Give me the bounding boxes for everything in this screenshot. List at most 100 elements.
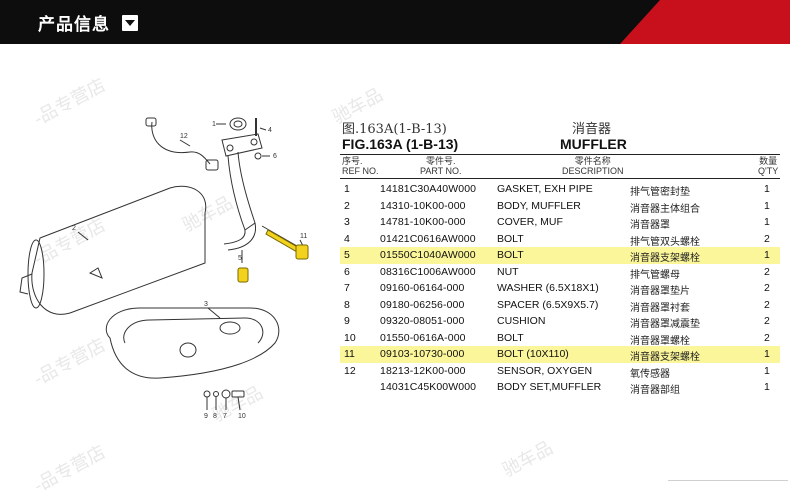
bracket-bolt-highlight [237,267,249,283]
part-number-cell: 01550C1040AW000 [380,249,476,261]
quantity-cell: 1 [764,381,770,393]
description-cn-cell: 排气管螺母 [630,269,680,281]
description-cell: BODY SET,MUFFLER [497,381,602,393]
parts-table: 图.163A(1-B-13) 消音器 FIG.163A (1-B-13) MUF… [340,118,780,396]
divider [668,480,788,481]
part-number-cell: 08316C1006AW000 [380,265,476,278]
description-cell: CUSHION [497,315,546,327]
ref-cell: 3 [344,216,350,228]
callout-3: 3 [204,301,208,308]
description-cell: COVER, MUF [497,216,563,228]
callout-9: 9 [204,413,208,420]
ref-cell: 11 [344,348,355,360]
table-row: 12 18213-12K00-000 SENSOR, OXYGEN 氧传感器 1 [340,363,780,380]
description-cn-cell: 消音器罩螺栓 [630,335,690,347]
description-cn-cell: 排气管双头螺栓 [630,236,700,248]
header-part: 零件号.PART NO. [420,156,462,176]
description-cell: BOLT [497,249,524,261]
description-cn-cell: 排气管密封垫 [630,187,690,198]
part-number-cell: 14310-10K00-000 [380,199,466,212]
watermark: 驰车品 [498,437,557,482]
part-number-cell: 09320-08051-000 [380,315,465,327]
quantity-cell: 1 [764,249,770,261]
callout-11: 11 [300,233,307,240]
description-cn-cell: 消音器部组 [630,385,680,396]
part-number-cell: 18213-12K00-000 [380,364,466,377]
callout-1: 1 [212,121,216,128]
description-cell: BOLT [497,331,524,344]
figure-number-en: FIG.163A (1-B-13) [342,136,459,152]
figure-number-cn: 图.163A(1-B-13) [342,122,447,137]
table-row: 14031C45K00W000 BODY SET,MUFFLER 消音器部组 1 [340,379,780,396]
ref-cell: 2 [344,199,350,212]
description-cn-cell: 消音器支架螺栓 [630,352,700,363]
description-cell: BOLT [497,232,524,245]
table-row: 3 14781-10K00-000 COVER, MUF 消音器罩 1 [340,214,780,231]
assembly-name-cn: 消音器 [572,122,612,137]
divider [340,178,780,179]
part-number-cell: 09180-06256-000 [380,298,465,311]
callout-7: 7 [223,413,227,420]
quantity-cell: 1 [764,199,770,212]
description-cell: BOLT (10X110) [497,348,569,360]
part-number-cell: 14031C45K00W000 [380,381,477,393]
description-cn-cell: 消音器主体组合 [630,203,700,215]
description-cell: GASKET, EXH PIPE [497,183,593,195]
table-row: 2 14310-10K00-000 BODY, MUFFLER 消音器主体组合 1 [340,198,780,215]
header-ref: 序号.REF NO. [342,156,379,176]
quantity-cell: 1 [764,216,770,228]
quantity-cell: 1 [764,364,770,377]
callout-8: 8 [213,413,217,420]
description-cell: BODY, MUFFLER [497,199,581,212]
ref-cell: 7 [344,282,350,294]
dropdown-caret-icon[interactable] [122,15,138,31]
header-accent [620,0,790,44]
description-cell: NUT [497,265,519,278]
description-cell: SPACER (6.5X9X5.7) [497,298,599,311]
description-cn-cell: 消音器罩衬套 [630,302,690,314]
assembly-name-en: MUFFLER [560,136,627,152]
ref-cell: 10 [344,331,356,344]
ref-cell: 8 [344,298,350,311]
section-title: 产品信息 [38,15,110,35]
callout-10: 10 [238,413,246,420]
callout-5: 5 [238,255,242,262]
callout-6: 6 [273,153,277,160]
part-number-cell: 01421C0616AW000 [380,232,476,245]
quantity-cell: 2 [764,298,770,311]
part-number-cell: 14181C30A40W000 [380,183,477,195]
quantity-cell: 2 [764,282,770,294]
description-cell: SENSOR, OXYGEN [497,364,593,377]
table-row: 6 08316C1006AW000 NUT 排气管螺母 2 [340,264,780,281]
ref-cell: 9 [344,315,350,327]
callout-12: 12 [180,133,188,140]
description-cell: WASHER (6.5X18X1) [497,282,599,294]
figure-heading: 图.163A(1-B-13) 消音器 FIG.163A (1-B-13) MUF… [340,118,780,152]
quantity-cell: 2 [764,265,770,278]
description-cn-cell: 消音器罩减震垫 [630,319,700,330]
watermark: -品专营店 [30,441,110,497]
description-cn-cell: 消音器支架螺栓 [630,253,700,264]
ref-cell: 6 [344,265,350,278]
divider [340,154,780,155]
ref-cell: 1 [344,183,350,195]
quantity-cell: 2 [764,232,770,245]
callout-4: 4 [268,127,272,134]
description-cn-cell: 氧传感器 [630,368,670,380]
description-cn-cell: 消音器罩 [630,220,670,231]
section-header: 产品信息 [0,0,790,44]
ref-cell: 12 [344,364,356,377]
description-cn-cell: 消音器罩垫片 [630,286,690,297]
quantity-cell: 1 [764,348,770,360]
part-number-cell: 14781-10K00-000 [380,216,466,228]
